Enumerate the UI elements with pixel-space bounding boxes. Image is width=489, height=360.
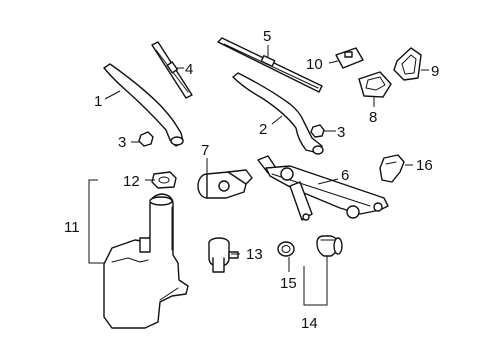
callout-4: 4 bbox=[185, 61, 193, 78]
callout-14: 14 bbox=[301, 315, 318, 332]
connector-bracket bbox=[336, 48, 363, 68]
callout-12: 12 bbox=[123, 173, 140, 190]
callout-16: 16 bbox=[416, 157, 433, 174]
reservoir-cap bbox=[152, 172, 176, 188]
washer-nozzle bbox=[317, 236, 342, 256]
callout-10: 10 bbox=[306, 56, 323, 73]
callout-3-left: 3 bbox=[118, 134, 126, 151]
wiper-linkage bbox=[258, 156, 388, 220]
callout-5: 5 bbox=[263, 28, 271, 45]
grommet bbox=[278, 242, 294, 256]
washer-pump bbox=[209, 238, 238, 272]
callout-15: 15 bbox=[280, 275, 297, 292]
callout-8: 8 bbox=[369, 109, 377, 126]
callout-1: 1 bbox=[94, 93, 102, 110]
callout-3-right: 3 bbox=[337, 124, 345, 141]
callout-7: 7 bbox=[201, 142, 209, 159]
cowl-cover-piece bbox=[380, 155, 404, 182]
callout-11: 11 bbox=[64, 219, 80, 236]
wiper-motor bbox=[198, 170, 252, 198]
arm-nut-left bbox=[139, 132, 153, 146]
callout-6: 6 bbox=[341, 167, 349, 184]
switch-bezel bbox=[394, 48, 421, 80]
callout-2: 2 bbox=[259, 121, 267, 138]
callout-13: 13 bbox=[246, 246, 263, 263]
washer-reservoir bbox=[104, 194, 188, 328]
arm-nut-right bbox=[311, 125, 324, 137]
switch-module bbox=[359, 72, 391, 97]
callout-9: 9 bbox=[431, 63, 439, 80]
